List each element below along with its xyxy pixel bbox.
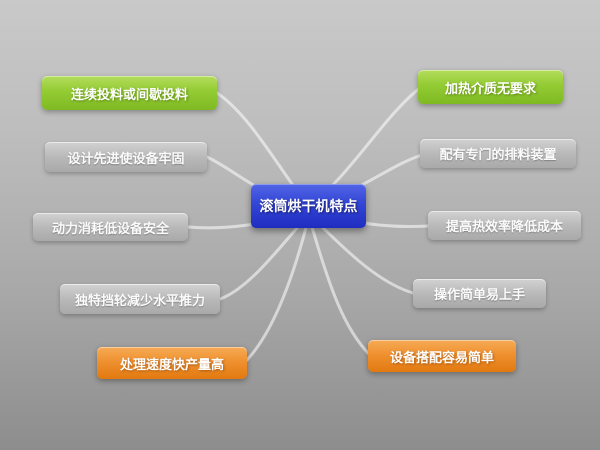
node-easy-equipment-matching[interactable]: 设备搭配容易简单 — [368, 340, 516, 372]
node-advanced-design-sturdy[interactable]: 设计先进使设备牢固 — [45, 142, 207, 172]
node-fast-processing-high-output[interactable]: 处理速度快产量高 — [97, 347, 247, 379]
connector-line — [308, 218, 372, 357]
node-thrust-wheel-reduces-push[interactable]: 独特挡轮减少水平推力 — [60, 284, 220, 314]
center-node-drum-dryer-features[interactable]: 滚筒烘干机特点 — [251, 184, 366, 228]
node-easy-operation[interactable]: 操作简单易上手 — [413, 279, 546, 308]
node-higher-efficiency-lower-cost[interactable]: 提高热效率降低成本 — [428, 211, 581, 240]
connector-line — [245, 218, 310, 362]
node-dedicated-discharge-device[interactable]: 配有专门的排料装置 — [420, 139, 576, 168]
node-low-power-safe[interactable]: 动力消耗低设备安全 — [33, 213, 188, 241]
node-no-heating-medium-requirement[interactable]: 加热介质无要求 — [418, 70, 563, 104]
node-continuous-or-batch-feeding[interactable]: 连续投料或间歇投料 — [42, 76, 217, 110]
